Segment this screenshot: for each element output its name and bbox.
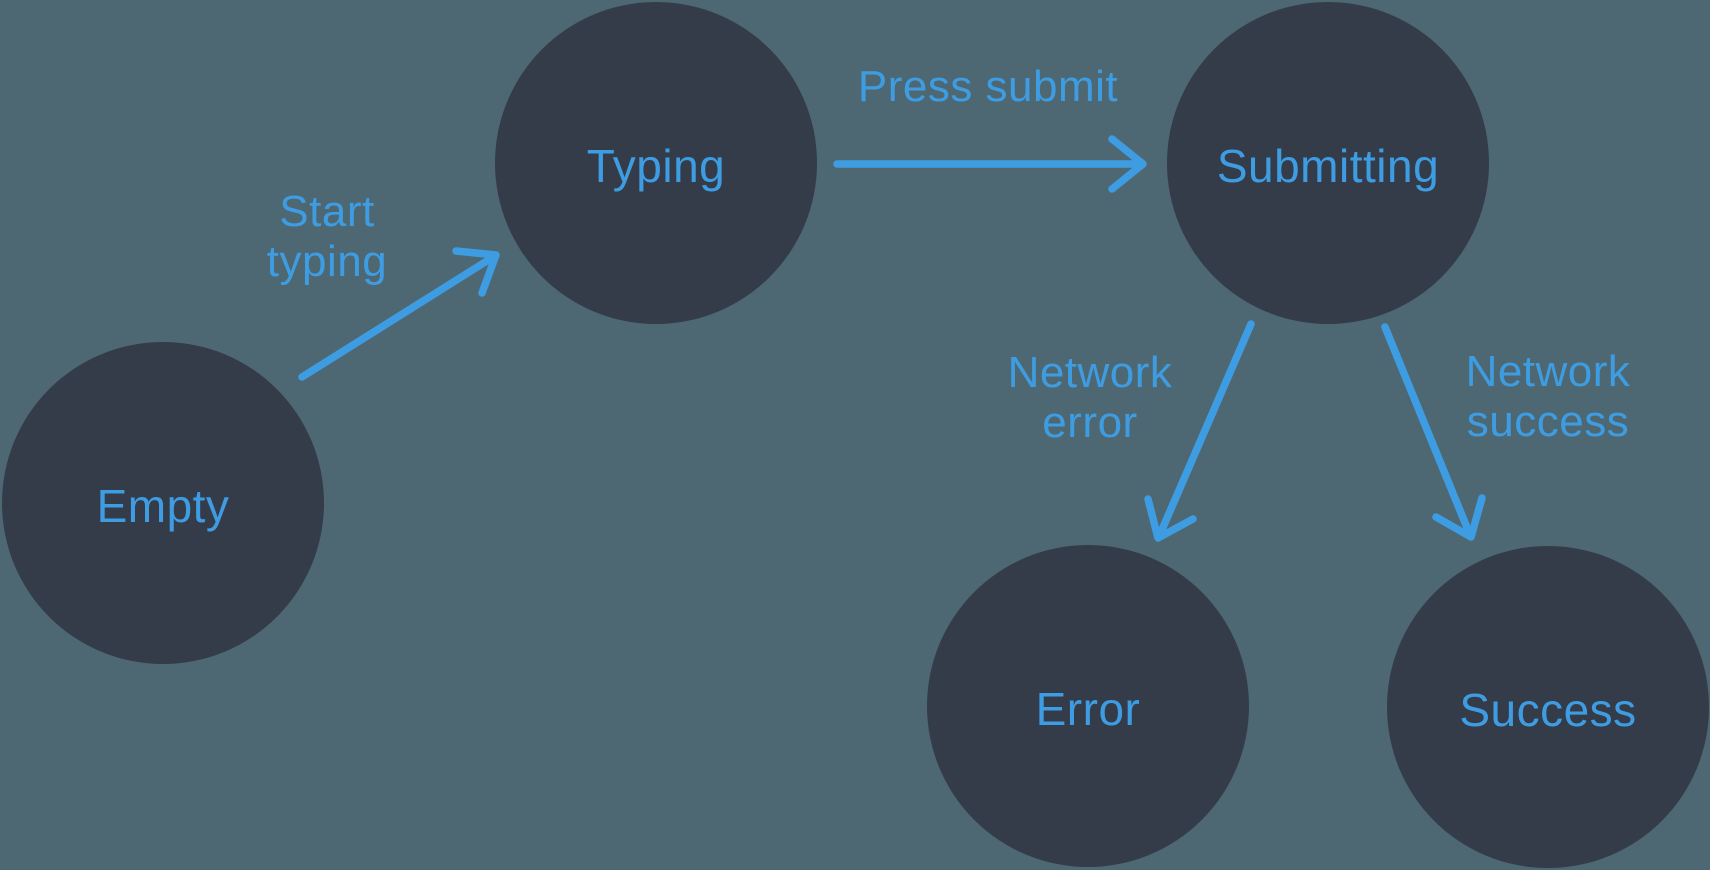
- state-node-error-label: Error: [1035, 683, 1141, 735]
- edge-network-error-arrow: [1144, 320, 1255, 542]
- state-node-typing: Typing: [495, 2, 817, 324]
- state-node-typing-label: Typing: [586, 140, 726, 192]
- edge-label-network-success: Network success: [1465, 347, 1631, 446]
- edge-press-submit-arrow: [833, 135, 1147, 193]
- arrow-head: [1432, 494, 1486, 541]
- edge-label-start-typing: Start typing: [266, 187, 388, 286]
- arrow-head: [1108, 135, 1147, 193]
- state-node-empty-label: Empty: [96, 480, 230, 532]
- state-node-submitting-label: Submitting: [1216, 140, 1440, 192]
- arrow-shaft: [298, 255, 494, 381]
- arrow-head: [452, 247, 500, 297]
- edge-network-success-arrow: [1381, 323, 1486, 541]
- arrow-head: [1144, 495, 1197, 542]
- state-node-empty: Empty: [2, 342, 324, 664]
- state-node-error: Error: [927, 545, 1249, 867]
- state-node-success: Success: [1387, 546, 1709, 868]
- state-node-success-label: Success: [1459, 684, 1637, 736]
- arrow-shaft: [1157, 320, 1255, 536]
- arrow-shaft: [1381, 323, 1472, 534]
- edge-label-network-error: Network error: [1007, 348, 1173, 447]
- edge-start-typing-arrow: [298, 247, 500, 381]
- state-node-submitting: Submitting: [1167, 2, 1489, 324]
- edge-label-press-submit: Press submit: [857, 62, 1119, 111]
